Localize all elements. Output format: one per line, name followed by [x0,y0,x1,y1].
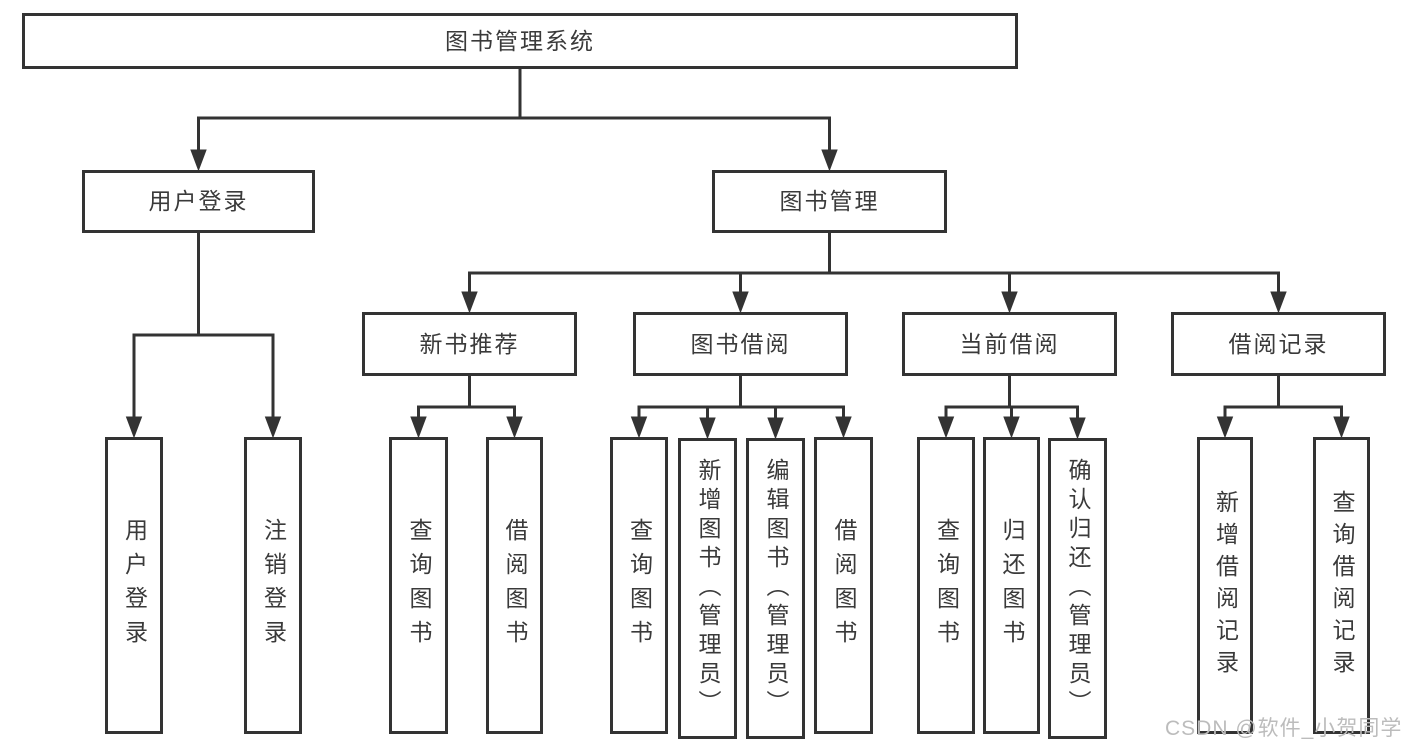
node-label: 借阅图书 [831,517,857,654]
node-book-borrowing: 图书借阅 [633,312,848,376]
node-label: 当前借阅 [959,330,1060,357]
leaf-logout: 注销登录 [244,437,302,734]
node-new-book-recommend: 新书推荐 [362,312,577,376]
leaf-query-books-borrowing: 查询图书 [610,437,668,734]
node-label: 确认归还（管理员） [1065,458,1091,719]
leaf-confirm-return-admin: 确认归还（管理员） [1048,438,1107,739]
leaf-return-books: 归还图书 [983,437,1040,734]
node-label: 查询图书 [406,517,432,654]
leaf-add-borrow-record: 新增借阅记录 [1197,437,1253,734]
node-current-borrowing: 当前借阅 [902,312,1117,376]
node-label: 新增图书（管理员） [695,458,721,719]
node-label: 查询图书 [933,517,960,654]
csdn-watermark: CSDN @软件_小贺同学 [1165,717,1403,740]
node-label: 查询借阅记录 [1329,489,1355,682]
node-label: 用户登录 [148,188,249,214]
node-book-management-branch: 图书管理 [712,170,947,233]
node-label: 编辑图书（管理员） [763,458,789,719]
leaf-user-login: 用户登录 [105,437,163,734]
node-label: 归还图书 [999,517,1025,654]
leaf-add-books-admin: 新增图书（管理员） [678,438,737,739]
leaf-query-books-recommend: 查询图书 [389,437,448,734]
leaf-query-borrow-record: 查询借阅记录 [1313,437,1370,734]
node-borrowing-records: 借阅记录 [1171,312,1386,376]
node-label: 图书管理系统 [445,27,595,54]
leaf-query-books-current: 查询图书 [917,437,975,734]
leaf-edit-books-admin: 编辑图书（管理员） [746,438,805,739]
node-label: 新增借阅记录 [1212,489,1239,682]
node-label: 注销登录 [260,517,287,654]
node-library-management-system: 图书管理系统 [22,13,1018,69]
node-label: 借阅图书 [502,517,528,654]
node-label: 新书推荐 [419,330,520,357]
node-label: 图书借阅 [690,330,791,357]
leaf-borrow-books: 借阅图书 [814,437,873,734]
node-label: 借阅记录 [1228,330,1329,357]
node-label: 图书管理 [779,188,880,214]
node-label: 用户登录 [121,517,148,654]
node-user-login-branch: 用户登录 [82,170,315,233]
node-label: 查询图书 [626,517,653,654]
leaf-borrow-books-recommend: 借阅图书 [486,437,543,734]
